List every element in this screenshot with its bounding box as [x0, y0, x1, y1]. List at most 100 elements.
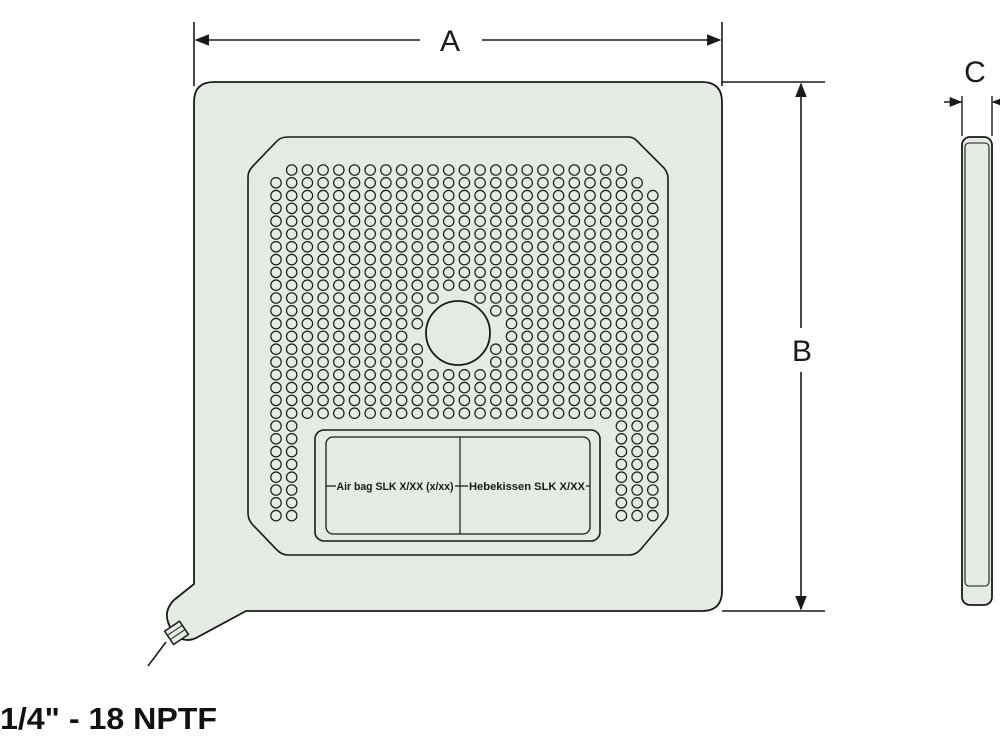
- surface-hole: [584, 304, 596, 317]
- surface-hole: [364, 202, 376, 215]
- surface-hole: [411, 164, 424, 176]
- surface-hole: [615, 471, 628, 483]
- surface-hole: [427, 189, 439, 202]
- surface-hole-pattern: [270, 164, 659, 522]
- surface-hole: [285, 228, 298, 240]
- surface-hole: [584, 317, 596, 330]
- surface-hole: [474, 177, 486, 189]
- dimension-b: B: [722, 81, 825, 612]
- surface-hole: [317, 317, 329, 330]
- surface-hole: [395, 266, 408, 279]
- surface-hole: [474, 164, 486, 176]
- surface-hole: [584, 407, 596, 419]
- surface-hole: [489, 189, 502, 202]
- surface-hole: [615, 420, 628, 432]
- surface-hole: [646, 496, 659, 509]
- surface-hole: [568, 253, 581, 266]
- surface-hole: [568, 279, 581, 291]
- surface-hole: [505, 330, 518, 343]
- surface-hole: [599, 215, 612, 227]
- surface-hole: [615, 509, 628, 522]
- surface-hole: [489, 177, 502, 189]
- nameplate-left-text: Air bag SLK X/XX (x/xx): [337, 481, 454, 493]
- surface-hole: [552, 394, 565, 407]
- surface-hole: [395, 189, 408, 202]
- surface-hole: [285, 445, 298, 458]
- surface-hole: [270, 381, 282, 394]
- surface-hole: [615, 445, 628, 458]
- surface-hole: [537, 381, 549, 394]
- surface-hole: [270, 292, 282, 304]
- connector-thread-line: [167, 624, 183, 636]
- surface-hole: [285, 189, 298, 202]
- surface-hole: [599, 304, 612, 317]
- surface-hole: [458, 279, 471, 291]
- surface-hole: [442, 241, 455, 253]
- surface-hole: [270, 484, 282, 496]
- surface-hole: [458, 215, 471, 227]
- surface-hole: [411, 228, 424, 240]
- surface-hole: [631, 304, 643, 317]
- surface-hole: [505, 292, 518, 304]
- surface-hole: [395, 356, 408, 368]
- surface-hole: [489, 343, 502, 355]
- surface-hole: [552, 381, 565, 394]
- surface-hole: [474, 381, 486, 394]
- surface-hole: [552, 407, 565, 419]
- surface-hole: [552, 164, 565, 176]
- surface-hole: [521, 356, 533, 368]
- surface-hole: [584, 266, 596, 279]
- surface-hole: [285, 177, 298, 189]
- surface-hole: [364, 330, 376, 343]
- surface-hole: [458, 368, 471, 381]
- surface-hole: [568, 394, 581, 407]
- surface-hole: [537, 215, 549, 227]
- surface-hole: [317, 304, 329, 317]
- surface-hole: [427, 241, 439, 253]
- surface-hole: [489, 202, 502, 215]
- surface-hole: [458, 241, 471, 253]
- surface-hole: [348, 304, 361, 317]
- surface-hole: [395, 381, 408, 394]
- surface-hole: [270, 189, 282, 202]
- surface-hole: [631, 407, 643, 419]
- side-view-outline: [961, 136, 993, 606]
- surface-hole: [537, 304, 549, 317]
- surface-hole: [552, 177, 565, 189]
- surface-hole: [584, 177, 596, 189]
- surface-hole: [458, 394, 471, 407]
- surface-hole: [270, 304, 282, 317]
- surface-hole: [568, 292, 581, 304]
- surface-hole: [552, 292, 565, 304]
- surface-hole: [537, 228, 549, 240]
- surface-hole: [395, 177, 408, 189]
- surface-hole: [537, 241, 549, 253]
- surface-hole: [631, 177, 643, 189]
- surface-hole: [301, 228, 314, 240]
- nameplate: Air bag SLK X/XX (x/xx) Hebekissen SLK X…: [314, 429, 601, 542]
- surface-hole: [427, 368, 439, 381]
- surface-hole: [615, 279, 628, 291]
- surface-hole: [599, 279, 612, 291]
- surface-hole: [505, 356, 518, 368]
- surface-hole: [615, 304, 628, 317]
- surface-hole: [521, 330, 533, 343]
- surface-hole: [301, 304, 314, 317]
- thread-leader-line: [147, 641, 167, 667]
- surface-hole: [332, 356, 345, 368]
- surface-hole: [395, 279, 408, 291]
- surface-hole: [364, 343, 376, 355]
- surface-hole: [411, 381, 424, 394]
- surface-hole: [348, 241, 361, 253]
- surface-hole: [411, 292, 424, 304]
- surface-hole: [521, 407, 533, 419]
- surface-hole: [332, 394, 345, 407]
- surface-hole: [395, 241, 408, 253]
- surface-hole: [348, 279, 361, 291]
- connector-fitting: [163, 620, 190, 646]
- surface-hole: [521, 292, 533, 304]
- surface-hole: [270, 471, 282, 483]
- surface-hole: [427, 394, 439, 407]
- surface-hole: [301, 215, 314, 227]
